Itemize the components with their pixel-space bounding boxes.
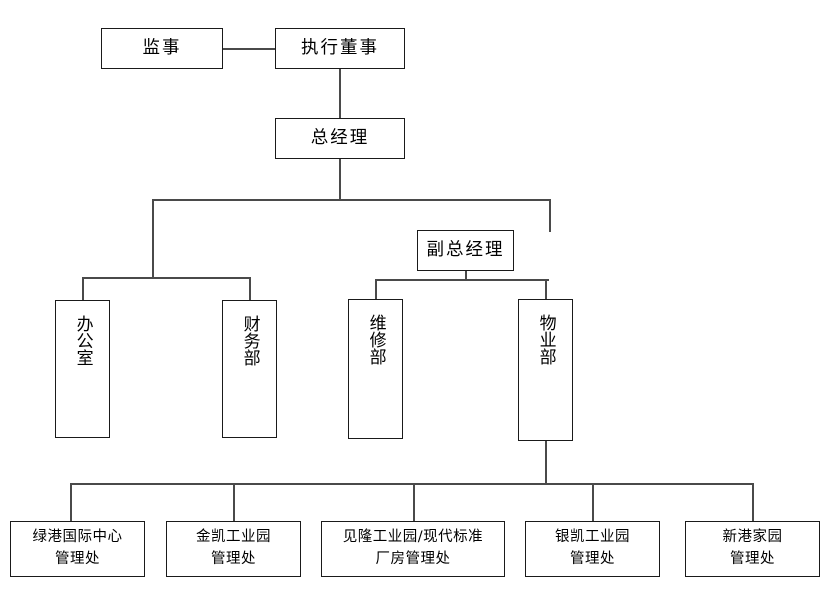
node-xingang-management-office-label: 新港家园 管理处 <box>722 529 783 567</box>
connector-bus-to-yinkai <box>592 483 594 521</box>
connector-bus-to-property <box>545 279 547 299</box>
node-finance-dept[interactable]: 财务部 <box>222 300 277 438</box>
node-property-dept[interactable]: 物业部 <box>518 299 573 441</box>
connector-supervisor-to-executive <box>222 48 275 50</box>
connector-deputy-down <box>465 270 467 280</box>
node-deputy-general-manager-label: 副总经理 <box>426 239 505 260</box>
node-office-label: 办公室 <box>72 315 93 366</box>
connector-leaf-bus <box>70 483 753 485</box>
connector-gm-down <box>339 159 341 200</box>
node-general-manager-label: 总经理 <box>310 127 370 148</box>
connector-gm-bus <box>152 199 550 201</box>
connector-gm-to-deputy <box>549 199 551 232</box>
node-supervisor[interactable]: 监事 <box>101 28 223 69</box>
connector-gm-to-left-branch <box>152 199 154 278</box>
connector-bus-to-lvgang <box>70 483 72 521</box>
node-yinkai-management-office[interactable]: 银凯工业园 管理处 <box>525 521 660 577</box>
node-lvgang-management-office-label: 绿港国际中心 管理处 <box>32 529 123 567</box>
connector-bus-to-xingang <box>752 483 754 521</box>
node-jianlong-management-office-label: 见隆工业园/现代标准 厂房管理处 <box>342 529 484 567</box>
node-office[interactable]: 办公室 <box>55 300 110 438</box>
connector-property-down <box>545 441 547 484</box>
connector-bus-to-jinkai <box>233 483 235 521</box>
connector-office-finance-bus <box>82 277 250 279</box>
node-xingang-management-office[interactable]: 新港家园 管理处 <box>685 521 820 577</box>
connector-deputy-bus <box>375 279 549 281</box>
connector-bus-to-office <box>82 277 84 301</box>
connector-executive-to-gm <box>339 69 341 119</box>
connector-bus-to-maintenance <box>375 279 377 300</box>
node-deputy-general-manager[interactable]: 副总经理 <box>417 230 514 271</box>
node-lvgang-management-office[interactable]: 绿港国际中心 管理处 <box>10 521 145 577</box>
node-property-dept-label: 物业部 <box>535 314 556 365</box>
node-finance-dept-label: 财务部 <box>239 315 260 366</box>
connector-bus-to-finance <box>249 277 251 301</box>
node-jianlong-management-office[interactable]: 见隆工业园/现代标准 厂房管理处 <box>321 521 505 577</box>
node-jinkai-management-office[interactable]: 金凯工业园 管理处 <box>166 521 301 577</box>
node-maintenance-dept[interactable]: 维修部 <box>348 299 403 439</box>
node-yinkai-management-office-label: 银凯工业园 管理处 <box>555 529 630 567</box>
node-executive-director[interactable]: 执行董事 <box>275 28 405 69</box>
node-executive-director-label: 执行董事 <box>301 37 379 58</box>
connector-bus-to-jianlong <box>413 483 415 521</box>
node-supervisor-label: 监事 <box>142 37 182 58</box>
node-maintenance-dept-label: 维修部 <box>365 314 386 365</box>
node-jinkai-management-office-label: 金凯工业园 管理处 <box>196 529 271 567</box>
node-general-manager[interactable]: 总经理 <box>275 118 405 159</box>
